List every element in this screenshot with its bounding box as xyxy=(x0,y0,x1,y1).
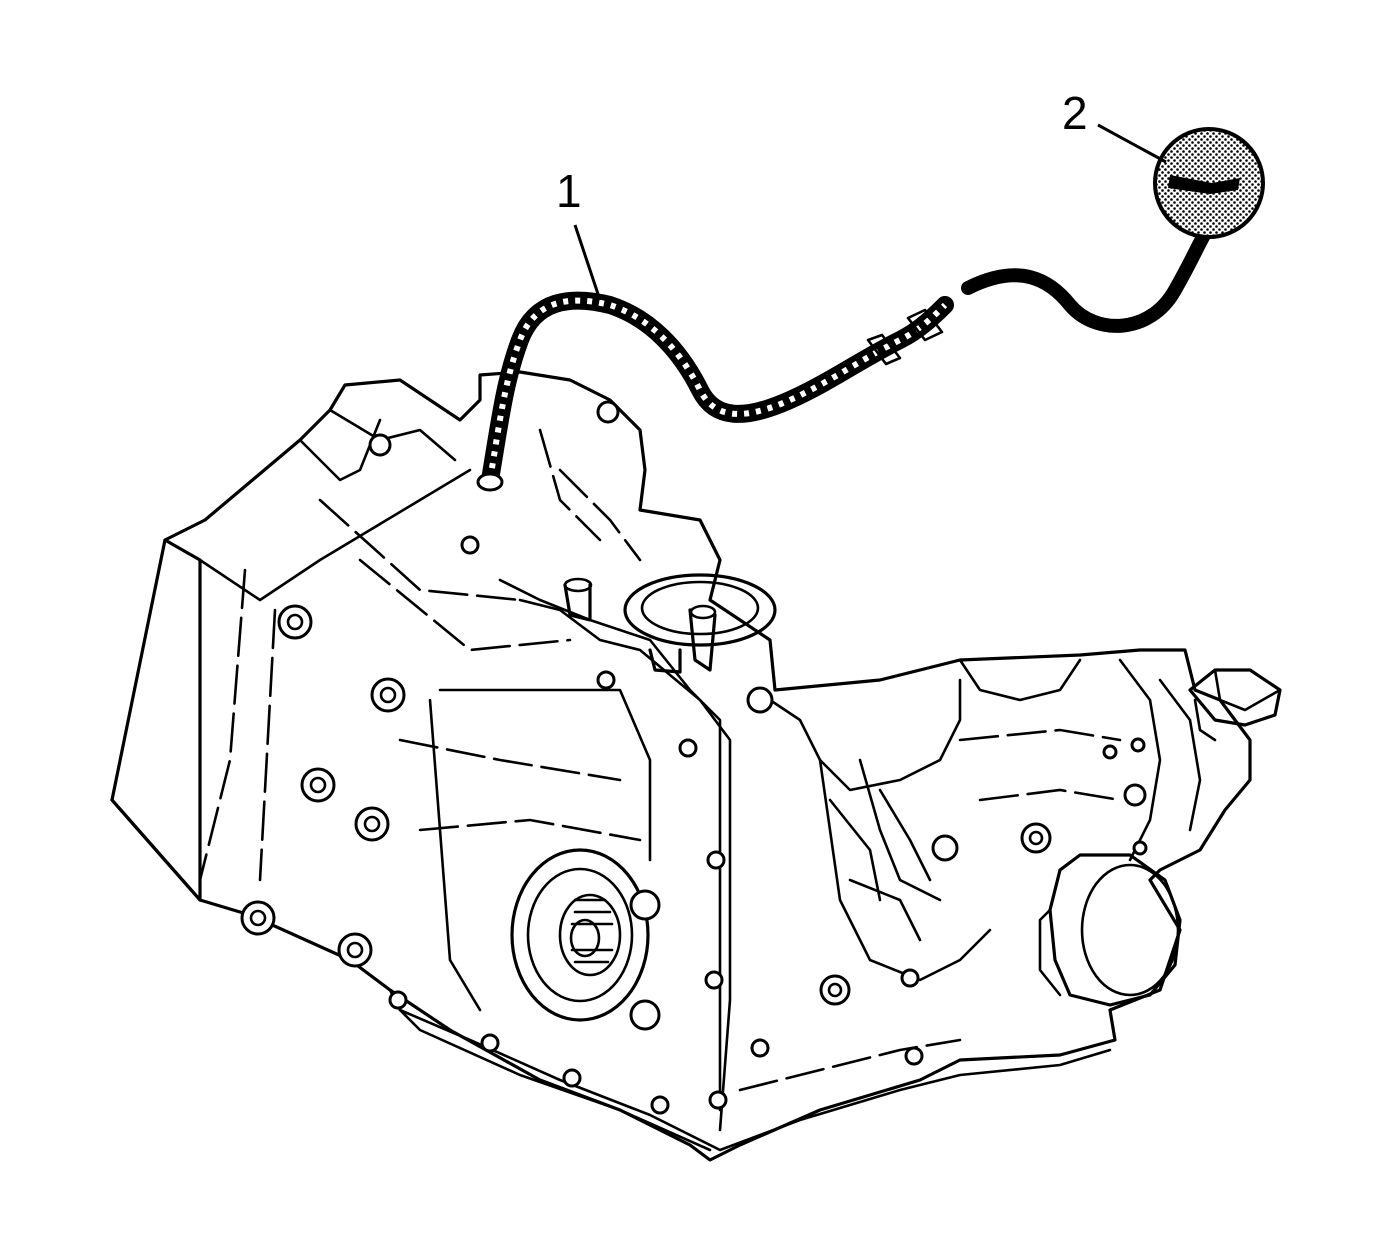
filler-neck-area xyxy=(563,573,777,674)
callout-label-1: 1 xyxy=(556,165,582,217)
leader-line-2 xyxy=(1097,123,1167,164)
bolt-bosses xyxy=(240,400,1148,1115)
transmission-housing xyxy=(110,370,1252,1162)
electrical-connector xyxy=(1188,668,1282,742)
dipstick-cap xyxy=(961,127,1265,333)
callout-label-2: 2 xyxy=(1062,87,1088,139)
leader-line-1 xyxy=(573,224,602,301)
side-cover xyxy=(1038,853,1182,1007)
dipstick-tube xyxy=(476,291,954,492)
output-flange xyxy=(510,848,650,1022)
